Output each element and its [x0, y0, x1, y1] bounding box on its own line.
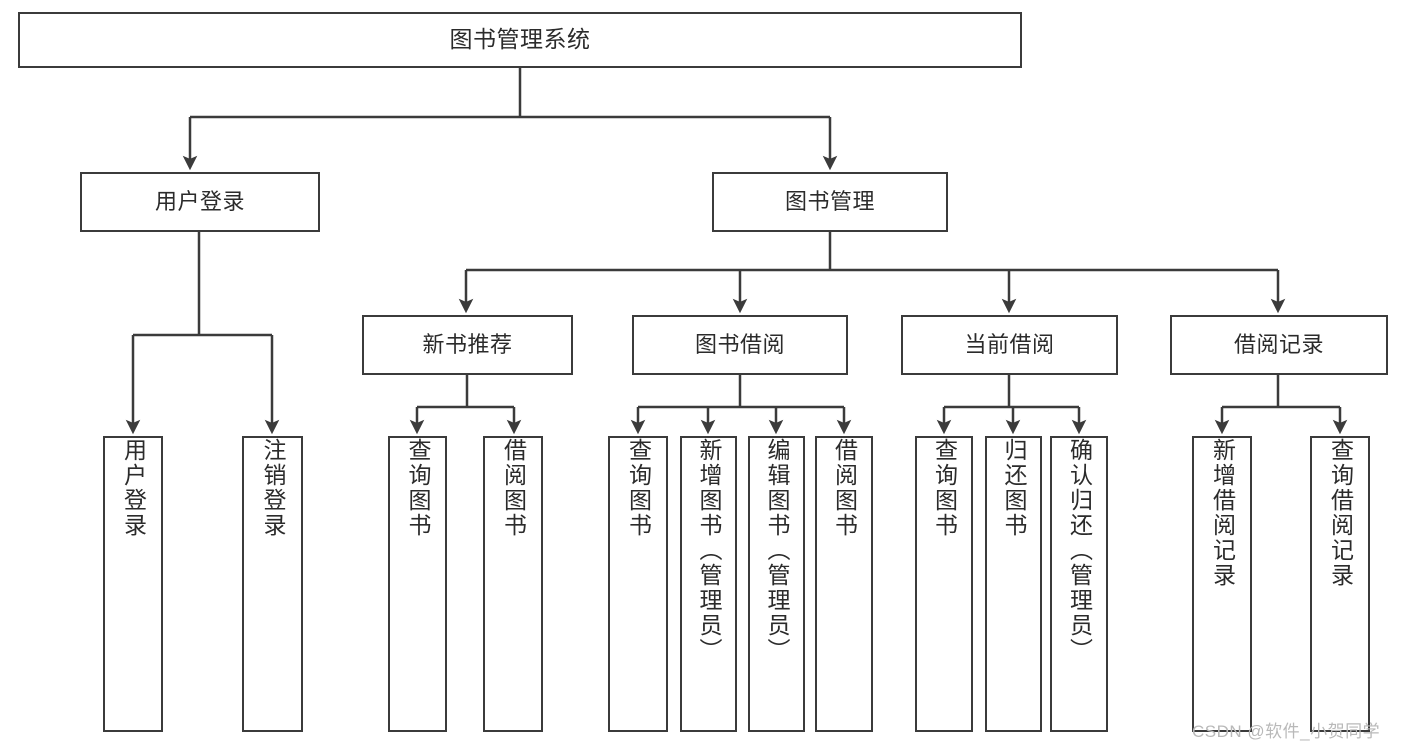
node-label: 用户登录: [154, 188, 245, 214]
leaf-query-book-recommend[interactable]: 查询图书: [388, 436, 447, 732]
leaf-add-book-admin[interactable]: 新增图书（管理员）: [680, 436, 737, 732]
leaf-edit-book-admin[interactable]: 编辑图书（管理员）: [748, 436, 805, 732]
node-label: 图书管理系统: [449, 26, 591, 53]
leaf-confirm-return-admin[interactable]: 确认归还（管理员）: [1050, 436, 1108, 732]
node-label: 图书借阅: [694, 331, 785, 357]
node-user-login[interactable]: 用户登录: [80, 172, 320, 232]
node-label: 新书推荐: [422, 331, 513, 357]
node-current-borrow[interactable]: 当前借阅: [901, 315, 1118, 375]
node-label: 查询图书: [931, 438, 958, 538]
node-label: 查询图书: [625, 438, 652, 538]
node-new-book-recommend[interactable]: 新书推荐: [362, 315, 573, 375]
node-label: 查询图书: [405, 438, 431, 538]
node-label: 当前借阅: [964, 331, 1055, 357]
leaf-query-book-borrow[interactable]: 查询图书: [608, 436, 668, 732]
leaf-borrow-book-recommend[interactable]: 借阅图书: [483, 436, 543, 732]
node-book-borrow[interactable]: 图书借阅: [632, 315, 848, 375]
leaf-return-book[interactable]: 归还图书: [985, 436, 1042, 732]
leaf-user-login[interactable]: 用户登录: [103, 436, 163, 732]
leaf-add-borrow-record[interactable]: 新增借阅记录: [1192, 436, 1252, 732]
node-label: 新增图书（管理员）: [696, 438, 722, 663]
node-label: 编辑图书（管理员）: [764, 438, 790, 663]
node-label: 图书管理: [784, 188, 875, 214]
node-label: 注销登录: [260, 438, 286, 538]
leaf-borrow-book[interactable]: 借阅图书: [815, 436, 873, 732]
node-label: 归还图书: [1001, 438, 1027, 538]
node-borrow-record[interactable]: 借阅记录: [1170, 315, 1388, 375]
node-label: 新增借阅记录: [1209, 438, 1236, 588]
node-label: 借阅图书: [500, 438, 527, 538]
node-label: 借阅记录: [1233, 331, 1324, 357]
node-label: 用户登录: [120, 438, 147, 538]
leaf-query-borrow-record[interactable]: 查询借阅记录: [1310, 436, 1370, 732]
leaf-logout-login[interactable]: 注销登录: [242, 436, 303, 732]
node-label: 确认归还（管理员）: [1066, 438, 1093, 663]
node-label: 借阅图书: [831, 438, 858, 538]
node-label: 查询借阅记录: [1327, 438, 1354, 588]
node-root-book-management-system[interactable]: 图书管理系统: [18, 12, 1022, 68]
csdn-watermark: CSDN @软件_小贺同学: [1192, 722, 1381, 741]
leaf-query-book-current[interactable]: 查询图书: [915, 436, 973, 732]
node-book-management[interactable]: 图书管理: [712, 172, 948, 232]
